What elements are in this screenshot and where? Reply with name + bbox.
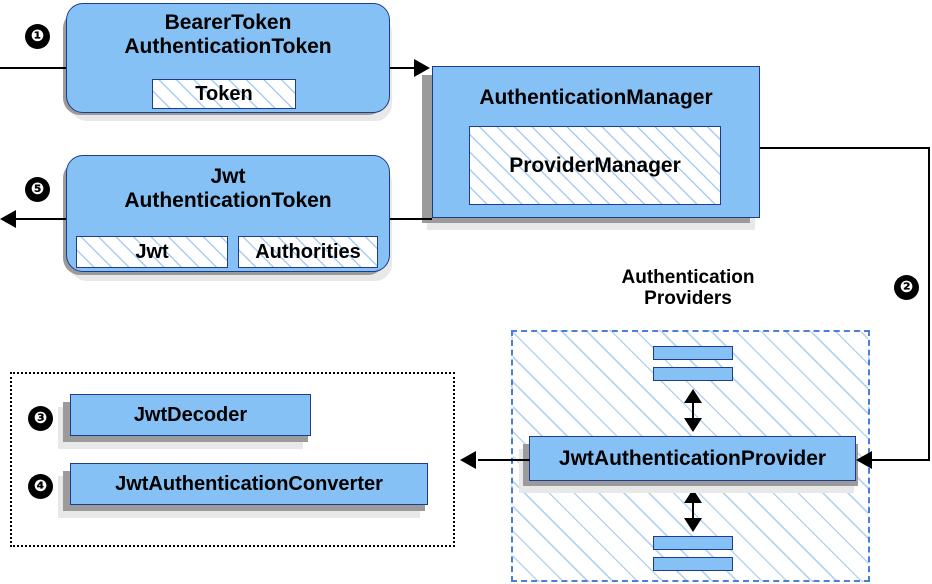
node-bearer-token-title: BearerToken AuthenticationToken <box>124 11 332 58</box>
provider-bar-bottom-2 <box>653 557 733 571</box>
flow-line-right-rail <box>928 147 930 460</box>
node-jwt-authentication-provider[interactable]: JwtAuthenticationProvider <box>529 436 856 481</box>
provider-arrow-shaft-top <box>692 396 694 424</box>
flow-arrowhead-response-out <box>0 210 16 228</box>
node-jwt-authentication-converter[interactable]: JwtAuthenticationConverter <box>70 463 428 505</box>
node-jwt-authentication-token-title: Jwt AuthenticationToken <box>124 165 332 212</box>
flow-line-token-to-manager <box>390 67 418 69</box>
subbox-token: Token <box>152 79 296 109</box>
flow-arrowhead-rail-to-provider <box>856 451 872 469</box>
flow-line-manager-to-jwt-token <box>390 218 432 220</box>
subbox-authorities: Authorities <box>238 236 378 268</box>
step-badge-2: ❷ <box>894 275 919 300</box>
step-badge-1: ❶ <box>25 24 50 49</box>
subbox-jwt: Jwt <box>76 236 228 268</box>
step-badge-4: ❹ <box>28 474 53 499</box>
provider-arrow-down-head-bottom <box>684 518 702 532</box>
flow-arrowhead-provider-to-helpers <box>460 451 476 469</box>
flow-arrowhead-token-to-manager <box>414 59 430 77</box>
node-jwt-decoder-title: JwtDecoder <box>133 403 248 426</box>
step-badge-3: ❸ <box>28 406 53 431</box>
provider-bar-top-1 <box>653 346 733 360</box>
flow-line-request-in <box>0 67 66 69</box>
flow-line-rail-to-provider <box>872 459 930 461</box>
provider-bar-bottom-1 <box>653 536 733 550</box>
node-authentication-manager-title: AuthenticationManager <box>479 86 713 109</box>
node-jwt-authentication-converter-title: JwtAuthenticationConverter <box>115 472 383 495</box>
node-jwt-decoder[interactable]: JwtDecoder <box>70 394 311 436</box>
flow-line-response-out <box>16 218 66 220</box>
flow-line-provider-to-helpers <box>478 459 530 461</box>
node-bearer-token-authentication-token[interactable]: BearerToken AuthenticationToken <box>66 3 390 113</box>
node-jwt-authentication-provider-title: JwtAuthenticationProvider <box>558 446 827 470</box>
provider-arrow-down-head-top <box>684 418 702 432</box>
subbox-provider-manager: ProviderManager <box>469 126 721 205</box>
provider-arrow-shaft-bottom <box>692 496 694 524</box>
authentication-providers-label: Authentication Providers <box>621 267 755 310</box>
flow-line-manager-to-rail <box>760 147 930 149</box>
step-badge-5: ❺ <box>25 177 50 202</box>
provider-bar-top-2 <box>653 367 733 381</box>
